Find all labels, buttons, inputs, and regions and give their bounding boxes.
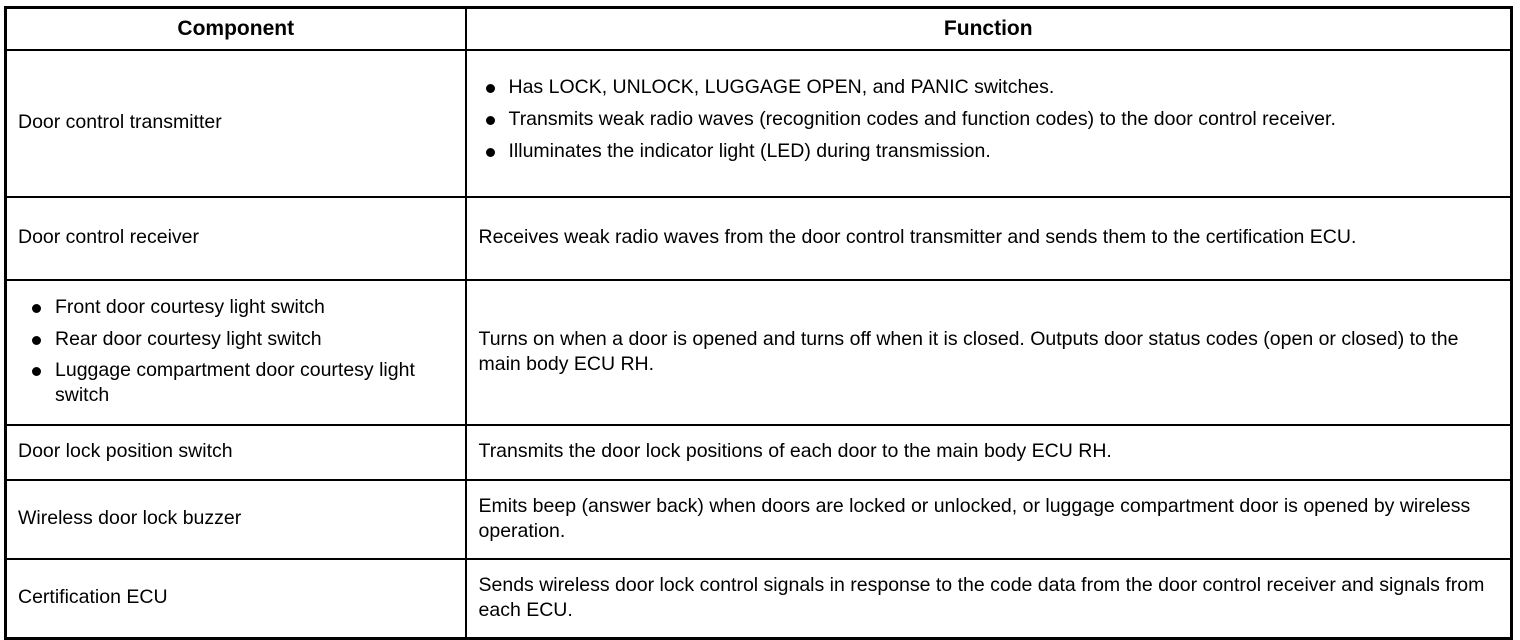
list-item-text: Has LOCK, UNLOCK, LUGGAGE OPEN, and PANI… [508,75,1055,98]
bullet-icon [32,335,41,345]
list-item: Has LOCK, UNLOCK, LUGGAGE OPEN, and PANI… [479,75,1497,100]
component-label: Door control receiver [18,226,199,249]
table-header-row: Component Function [4,6,1513,52]
table-row: Door control receiver Receives weak radi… [4,196,1513,282]
function-text: Turns on when a door is opened and turns… [478,327,1459,376]
page-canvas: Component Function Door control transmit… [4,6,1513,640]
cell-component: Door control transmitter [4,49,467,199]
cell-component: Door lock position switch [4,424,467,482]
function-text: Receives weak radio waves from the door … [478,226,1357,249]
component-label: Door control transmitter [18,111,222,134]
cell-function: Has LOCK, UNLOCK, LUGGAGE OPEN, and PANI… [464,49,1513,199]
column-header-function: Function [464,6,1513,52]
table-row: Door control transmitter Has LOCK, UNLOC… [4,49,1513,199]
cell-function: Emits beep (answer back) when doors are … [464,479,1513,561]
function-text: Emits beep (answer back) when doors are … [478,494,1471,543]
list-item: Transmits weak radio waves (recognition … [479,107,1497,132]
list-item: Front door courtesy light switch [18,295,456,320]
cell-component: Certification ECU [4,558,467,640]
table-row: Wireless door lock buzzer Emits beep (an… [4,479,1513,561]
cell-function: Transmits the door lock positions of eac… [464,424,1513,482]
list-item-text: Rear door courtesy light switch [55,327,322,350]
bullet-icon [485,148,495,158]
table-row: Certification ECU Sends wireless door lo… [4,558,1513,640]
bullet-icon [485,83,495,93]
component-label: Certification ECU [18,586,168,609]
list-item: Rear door courtesy light switch [18,327,456,352]
table-row: Front door courtesy light switch Rear do… [4,279,1513,427]
list-item-text: Illuminates the indicator light (LED) du… [508,140,991,163]
cell-function: Receives weak radio waves from the door … [464,196,1513,282]
column-header-component: Component [4,6,467,52]
table-row: Door lock position switch Transmits the … [4,424,1513,482]
list-item: Illuminates the indicator light (LED) du… [479,139,1497,164]
table-body: Door control transmitter Has LOCK, UNLOC… [4,49,1513,640]
component-label: Wireless door lock buzzer [18,507,242,530]
list-item: Luggage compartment door courtesy light … [18,358,456,409]
list-item-text: Front door courtesy light switch [55,296,325,319]
cell-component: Wireless door lock buzzer [4,479,467,561]
function-bullet-list: Has LOCK, UNLOCK, LUGGAGE OPEN, and PANI… [479,75,1497,165]
list-item-text: Transmits weak radio waves (recognition … [508,107,1336,130]
component-function-table: Component Function Door control transmit… [4,6,1513,640]
list-item-text: Luggage compartment door courtesy light … [55,359,415,407]
cell-function: Turns on when a door is opened and turns… [464,279,1513,427]
bullet-icon [32,304,41,314]
table-header: Component Function [4,6,1513,52]
bullet-icon [485,115,495,125]
function-text: Transmits the door lock positions of eac… [478,440,1112,463]
component-bullet-list: Front door courtesy light switch Rear do… [18,295,456,408]
bullet-icon [32,367,41,377]
function-text: Sends wireless door lock control signals… [478,573,1485,622]
cell-function: Sends wireless door lock control signals… [464,558,1513,640]
cell-component: Front door courtesy light switch Rear do… [4,279,467,427]
component-label: Door lock position switch [18,440,233,463]
cell-component: Door control receiver [4,196,467,282]
